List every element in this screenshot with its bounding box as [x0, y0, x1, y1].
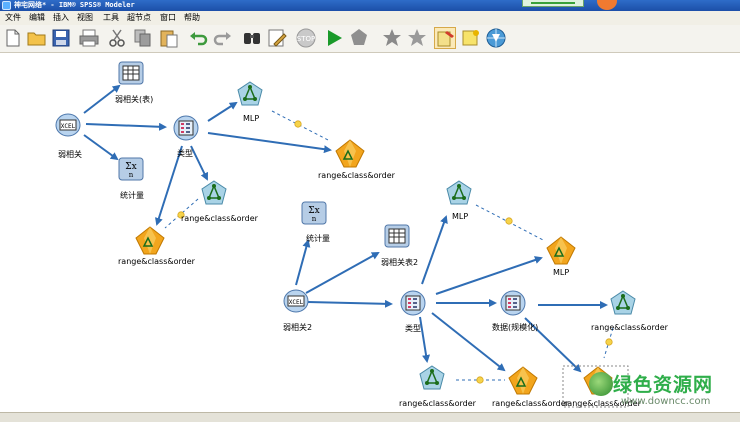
status-bar	[0, 412, 740, 422]
neural-net-model-icon	[201, 180, 227, 205]
watermark-url: www.downcc.com	[621, 396, 711, 407]
paste-icon[interactable]	[158, 27, 180, 49]
svg-text:n: n	[312, 215, 317, 223]
node-label: 弱相关(表)	[115, 95, 154, 104]
node-label: range&class&order	[399, 399, 476, 408]
excel-source-icon: XCEL	[283, 289, 309, 313]
node-label: range&class&order	[564, 399, 641, 408]
edit-icon[interactable]	[266, 27, 288, 49]
new-file-icon[interactable]	[2, 27, 24, 49]
selection-box	[562, 365, 629, 408]
nugget-diamond-icon	[335, 139, 365, 168]
node-label: 类型	[405, 324, 421, 333]
stream-connectors	[83, 84, 608, 373]
globe-icon[interactable]	[485, 27, 507, 49]
svg-text:n: n	[129, 171, 134, 179]
menu-bar: 文件 编辑 插入 视图 工具 超节点 窗口 帮助	[0, 11, 740, 26]
menu-window[interactable]: 窗口	[160, 13, 176, 22]
stream-links	[83, 84, 629, 408]
menu-help[interactable]: 帮助	[184, 13, 200, 22]
type-icon	[400, 290, 426, 316]
annotate-icon[interactable]	[434, 27, 456, 49]
cut-icon[interactable]	[106, 27, 128, 49]
menu-edit[interactable]: 编辑	[29, 13, 45, 22]
stop-icon[interactable]: STOP	[295, 27, 317, 49]
neural-net-model-icon	[237, 81, 263, 106]
find-icon[interactable]	[241, 27, 263, 49]
node-label: MLP	[243, 114, 260, 123]
node-label: 数据(规模化)	[492, 323, 539, 332]
watermark: 绿色资源网 www.downcc.com	[585, 366, 740, 412]
undo-icon[interactable]	[187, 27, 209, 49]
watermark-text: 绿色资源网	[613, 374, 714, 396]
menu-supernode[interactable]: 超节点	[127, 13, 151, 22]
node-label: range&class&order	[492, 399, 569, 408]
type-icon	[173, 115, 199, 141]
node-label: range&class&order	[591, 323, 668, 332]
print-icon[interactable]	[78, 27, 100, 49]
nugget-diamond-icon	[135, 226, 165, 255]
nugget-diamond-icon	[508, 366, 538, 395]
menu-file[interactable]: 文件	[5, 13, 21, 22]
svg-text:STOP: STOP	[297, 35, 315, 43]
run-selection-icon[interactable]	[348, 27, 370, 49]
node-label: 弱相关2	[283, 323, 313, 332]
menu-tools[interactable]: 工具	[103, 13, 119, 22]
favorite-star-icon[interactable]	[406, 27, 428, 49]
toolbar: STOP	[0, 25, 740, 53]
open-folder-icon[interactable]	[26, 27, 48, 49]
node-label: MLP	[452, 212, 469, 221]
nugget-diamond-icon	[546, 236, 576, 265]
node-label: 弱相关	[58, 150, 82, 159]
overlay-circle-icon	[597, 0, 617, 10]
node-label: range&class&order	[118, 257, 195, 266]
redo-icon[interactable]	[212, 27, 234, 49]
node-label: 类型	[177, 149, 193, 158]
neural-net-model-icon	[419, 365, 445, 390]
node-label: range&class&order	[318, 171, 395, 180]
copy-icon[interactable]	[132, 27, 154, 49]
svg-text:Σx: Σx	[125, 162, 136, 172]
excel-source-icon: XCEL	[55, 113, 81, 137]
menu-view[interactable]: 视图	[77, 13, 93, 22]
sigma-statistics-icon: Σxn	[118, 157, 144, 181]
node-label: 弱相关表2	[381, 258, 419, 267]
watermark-logo-icon	[589, 372, 613, 396]
window-title: 神宅网络* - IBM® SPSS® Modeler	[14, 1, 135, 9]
svg-text:XCEL: XCEL	[61, 123, 76, 130]
type-icon	[500, 290, 526, 316]
app-icon	[2, 1, 11, 10]
link-markers	[177, 120, 613, 384]
svg-text:Σx: Σx	[308, 206, 319, 216]
node-label: MLP	[553, 268, 570, 277]
menu-insert[interactable]: 插入	[53, 13, 69, 22]
run-icon[interactable]	[323, 27, 345, 49]
neural-net-model-icon	[446, 180, 472, 205]
sigma-statistics-icon: Σxn	[301, 201, 327, 225]
run-model-icon[interactable]	[381, 27, 403, 49]
progress-overlay	[522, 0, 584, 7]
neural-net-model-icon	[610, 290, 636, 315]
node-label: 统计量	[306, 234, 330, 243]
svg-text:XCEL: XCEL	[289, 299, 304, 306]
comment-icon[interactable]	[460, 27, 482, 49]
table-icon	[118, 61, 144, 85]
save-icon[interactable]	[50, 27, 72, 49]
table-icon	[384, 224, 410, 248]
node-label: 统计量	[120, 191, 144, 200]
title-bar: 神宅网络* - IBM® SPSS® Modeler	[0, 0, 740, 11]
node-label: range&class&order	[181, 214, 258, 223]
